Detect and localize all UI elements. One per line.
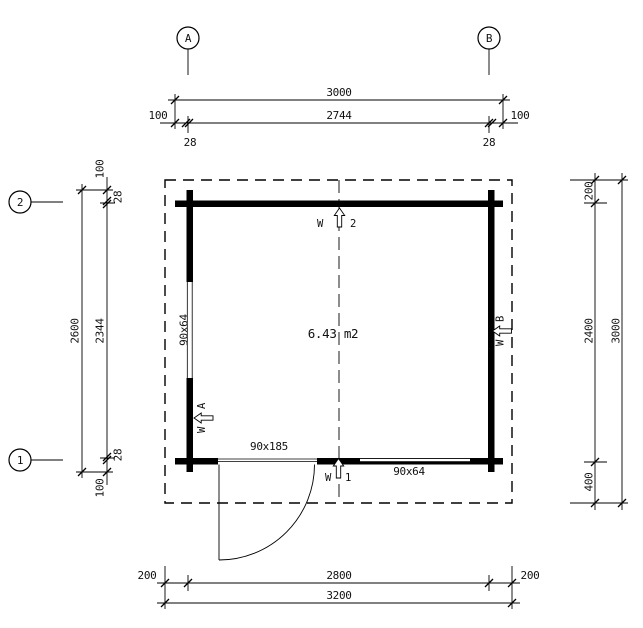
marker-w1-prefix: W [325, 472, 332, 484]
room-area-label: 6.43 m2 [308, 326, 359, 341]
marker-w1-id: 1 [345, 472, 351, 484]
tick-marks-inner [590, 175, 600, 508]
marker-w1: W 1 [325, 457, 351, 484]
window-left-size-label: 90x64 [178, 314, 191, 346]
marker-w2-id: 2 [350, 218, 356, 230]
tick-marks-inner [170, 118, 508, 128]
dim-bottom-offset-left: 200 [138, 569, 157, 582]
wall-right [488, 190, 495, 472]
grid-bubble-1: 1 [8, 448, 63, 472]
dim-right-seg-bottom: 400 [583, 473, 596, 492]
window-bottom-size-label: 90x64 [393, 465, 425, 478]
left-arrow-icon [491, 325, 512, 337]
dim-top-inner: 2744 [326, 109, 352, 122]
marker-wa-prefix: W [196, 426, 208, 433]
grid-label-a: A [185, 32, 192, 45]
tick-marks-inner [160, 578, 517, 588]
window-bottom [360, 458, 470, 462]
dim-left-inner: 2344 [94, 318, 107, 344]
dim-top-offset-left: 100 [149, 109, 168, 122]
extension-lines [164, 566, 513, 609]
marker-wa-id: A [196, 402, 208, 409]
marker-wb-prefix: W [495, 339, 507, 346]
grid-bubble-2: 2 [8, 190, 63, 214]
dim-left-wall-bottom: 28 [112, 449, 125, 462]
marker-wa: W A [193, 402, 214, 433]
dim-top-wall-right: 28 [483, 136, 496, 149]
marker-w2-prefix: W [317, 218, 324, 230]
grid-label-2: 2 [17, 196, 23, 209]
window-left [185, 282, 194, 378]
door-size-label: 90x185 [250, 440, 288, 453]
extension-lines [76, 189, 115, 473]
dim-bottom-offset-right: 200 [521, 569, 540, 582]
tick-marks-total [617, 175, 627, 508]
dim-left-offset-top: 100 [94, 160, 107, 179]
up-arrow-icon [332, 457, 345, 479]
tick-marks-total [77, 185, 87, 477]
dim-left-wall-top: 28 [112, 191, 125, 204]
marker-wb: W B [491, 316, 512, 346]
dim-top-offset-right: 100 [511, 109, 530, 122]
grid-label-b: B [486, 32, 493, 45]
tick-marks-total [170, 95, 508, 105]
grid-bubble-a: A [176, 26, 200, 75]
dim-right-seg-mid: 2400 [583, 318, 596, 343]
grid-label-1: 1 [17, 454, 23, 467]
dim-bottom-inner: 2800 [326, 569, 351, 582]
marker-wb-id: B [495, 316, 507, 322]
grid-bubble-b: B [477, 26, 501, 75]
wall-top [175, 200, 503, 207]
dim-top-total: 3000 [326, 86, 351, 99]
roof-overhang-outline [164, 179, 513, 504]
door-swing-arc [218, 464, 315, 561]
tick-marks-inner [102, 185, 112, 477]
dim-right-total: 3000 [610, 318, 623, 343]
tick-marks-total [160, 598, 517, 608]
dimension-bottom: 200 2800 200 3200 [138, 566, 540, 609]
dim-right-seg-top: 200 [583, 182, 596, 201]
dim-bottom-total: 3200 [326, 589, 351, 602]
dimension-left: 2600 2344 100 28 28 100 [69, 160, 125, 498]
dim-left-offset-bottom: 100 [94, 479, 107, 498]
up-arrow-icon [333, 207, 346, 228]
dim-left-total: 2600 [69, 318, 82, 343]
dim-top-wall-left: 28 [184, 136, 197, 149]
dimension-top: 3000 2744 100 100 28 28 [149, 86, 530, 149]
extension-lines [174, 94, 504, 133]
door [218, 457, 317, 561]
left-arrow-icon [193, 412, 214, 424]
dimension-right: 200 2400 400 3000 [570, 173, 628, 510]
marker-w2: W 2 [317, 207, 356, 230]
